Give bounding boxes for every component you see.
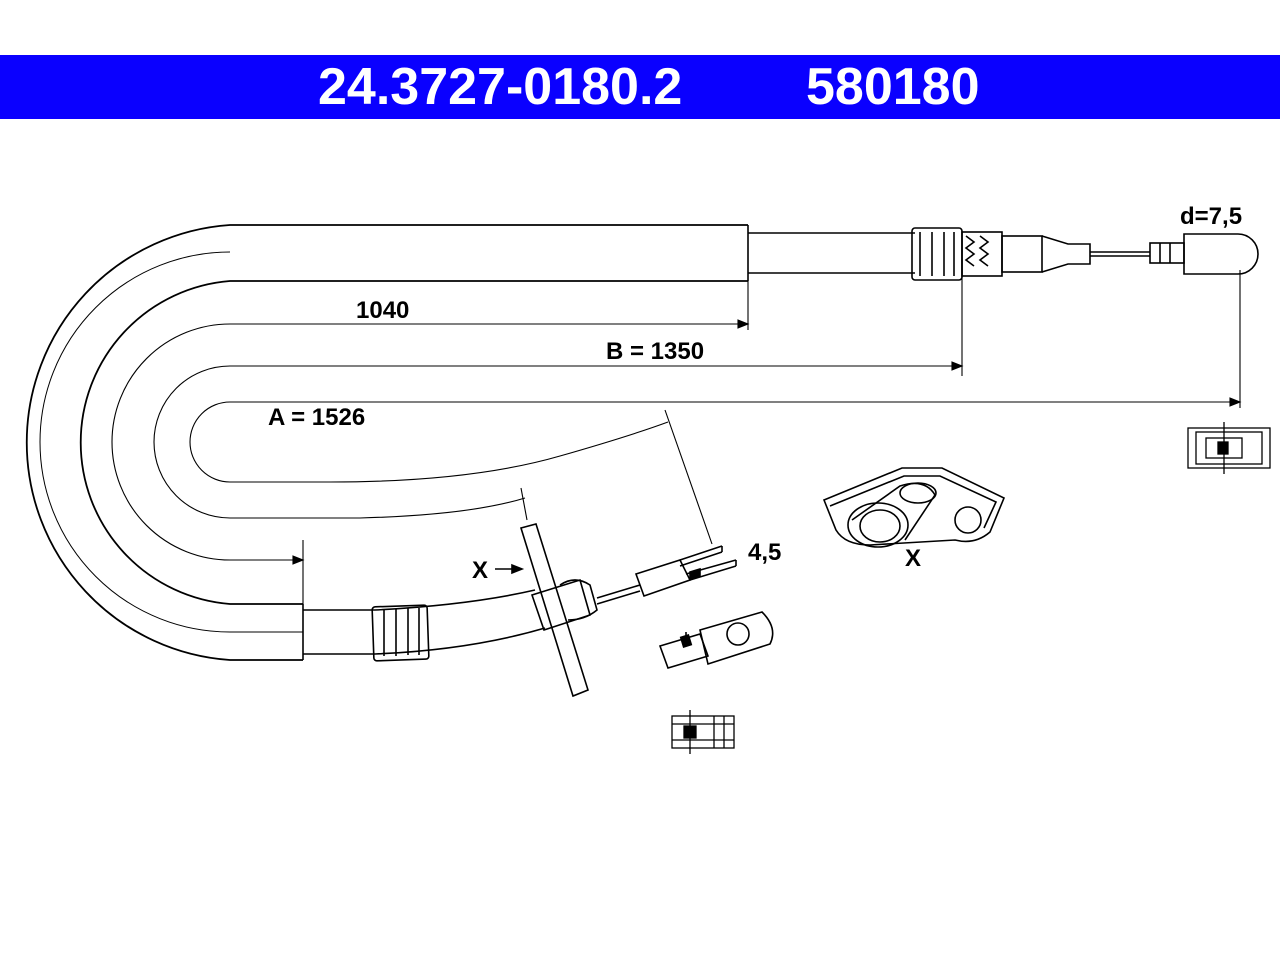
dimension-45-label: 4,5 [748,539,781,566]
x-detail-bracket [822,467,1006,548]
dimension-lines [111,250,1242,604]
reference-number: 580180 [806,58,980,116]
part-number: 24.3727-0180.2 [318,58,683,116]
clevis-detail [658,611,774,669]
dimension-a-label: A = 1526 [268,404,365,431]
dimension-b-label: B = 1350 [606,338,704,365]
x-arrow-label: X [472,557,488,584]
right-end-fittings [748,227,1259,281]
x-detail-label: X [905,545,921,572]
left-end-fittings [303,523,737,698]
header-bar: 24.3727-0180.2 580180 [0,55,1280,119]
diameter-label: d=7,5 [1180,203,1242,230]
end-view-symbol-bottom [671,710,735,754]
end-view-symbol-right [1187,422,1271,474]
dimension-1040-label: 1040 [356,297,409,324]
cable-sheath [25,224,749,661]
